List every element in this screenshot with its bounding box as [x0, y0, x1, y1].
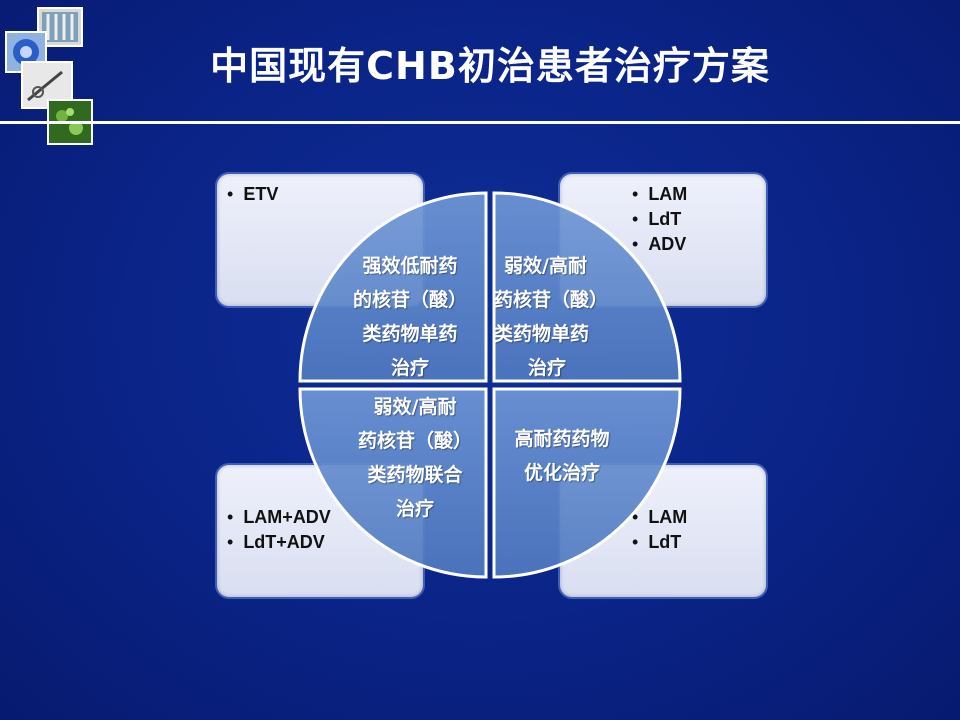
- quadrant-line: 优化治疗: [523, 462, 600, 484]
- quadrant-bottom-right-text: 高耐药药物 优化治疗: [502, 422, 622, 490]
- quadrant-bottom-left: [298, 387, 488, 579]
- quadrant-line: 治疗: [528, 357, 567, 379]
- quadrant-top-left-text: 强效低耐药 的核苷（酸） 类药物单药 治疗: [350, 249, 470, 385]
- page-title: 中国现有CHB初治患者治疗方案: [210, 44, 770, 88]
- quadrant-top-right: [492, 191, 682, 383]
- card-item: LdT: [632, 207, 687, 232]
- quadrant-line: 类药物单药: [494, 323, 590, 345]
- card-item: ETV: [227, 182, 278, 207]
- quadrant-line: 的核苷（酸）: [352, 289, 467, 311]
- card-item: LdT: [632, 530, 687, 555]
- quadrant-top-right-text: 弱效/高耐 药核苷（酸） 类药物单药 治疗: [494, 249, 624, 385]
- quadrant-bottom-right: [492, 387, 682, 579]
- quadrant-line: 类药物单药: [362, 323, 458, 345]
- card-item: LAM: [632, 182, 687, 207]
- quadrant-line: 类药物联合: [367, 464, 463, 486]
- card-item: LAM: [632, 505, 687, 530]
- quadrant-top-left: [298, 191, 488, 383]
- quadrant-bottom-left-text: 弱效/高耐 药核苷（酸） 类药物联合 治疗: [350, 390, 480, 526]
- quadrant-line: 治疗: [390, 357, 429, 379]
- quadrant-line: 强效低耐药: [362, 255, 458, 277]
- card-item: LdT+ADV: [227, 530, 331, 555]
- card-item: ADV: [632, 232, 687, 257]
- quadrant-line: 弱效/高耐: [504, 255, 587, 277]
- title-divider: [0, 121, 960, 124]
- quadrant-line: 药核苷（酸）: [494, 289, 609, 311]
- quadrant-line: 治疗: [395, 498, 434, 520]
- quadrant-line: 高耐药药物: [514, 428, 610, 450]
- quadrant-line: 药核苷（酸）: [357, 430, 472, 452]
- card-item: LAM+ADV: [227, 505, 331, 530]
- quadrant-line: 弱效/高耐: [373, 396, 457, 418]
